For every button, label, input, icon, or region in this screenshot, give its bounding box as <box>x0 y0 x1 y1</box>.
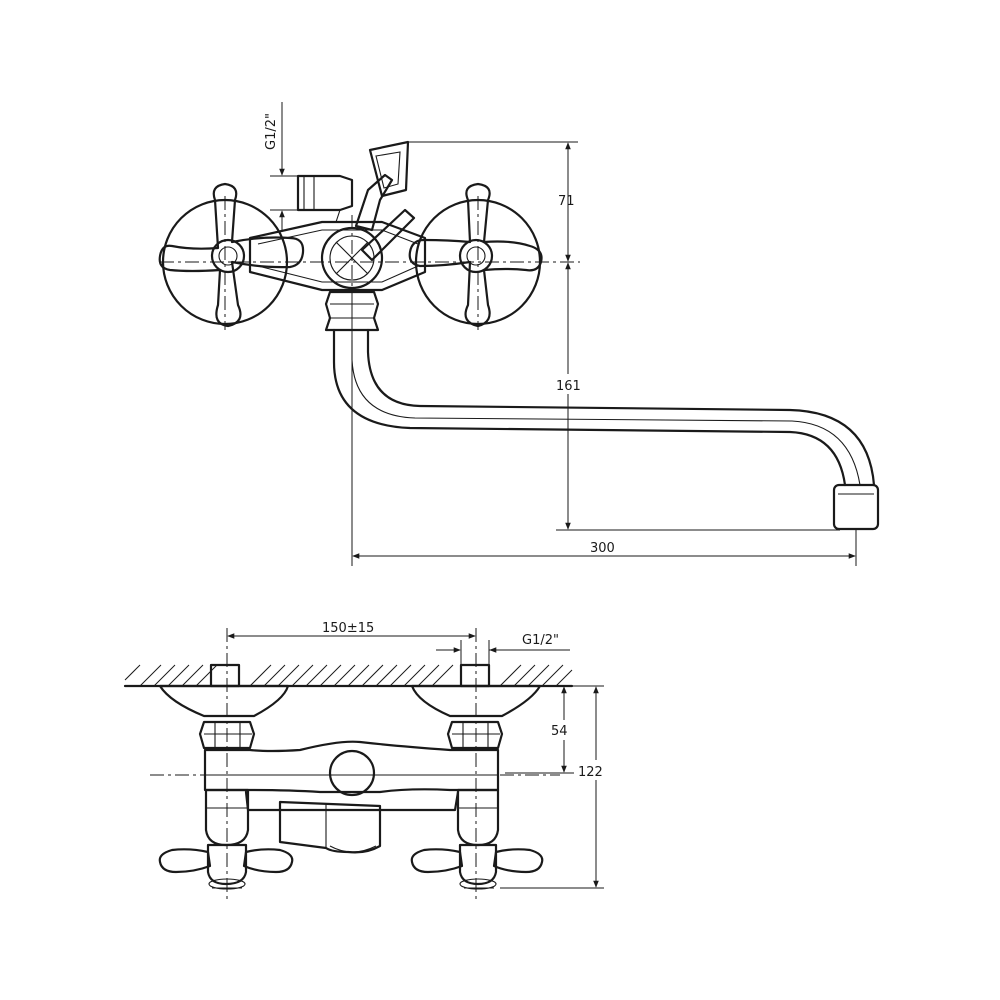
right-cross-handle <box>408 182 543 328</box>
wall <box>123 664 574 688</box>
label-length-300: 300 <box>590 541 615 556</box>
aerator <box>832 483 880 531</box>
mixer-body-top <box>203 740 500 847</box>
dim-71: 71 <box>405 141 578 262</box>
label-height-161: 161 <box>556 379 581 394</box>
dim-300: 300 <box>351 300 857 566</box>
dim-122: 122 <box>500 685 614 889</box>
diverter-lever <box>360 208 416 262</box>
left-flange <box>158 684 290 750</box>
dim-thread-top: G1/2" <box>436 633 570 665</box>
top-view: 150±15 G1/2" 54 122 <box>123 621 614 900</box>
right-pipe-stub <box>459 663 491 688</box>
outlet-top <box>278 800 382 854</box>
right-handle-top <box>410 843 544 890</box>
front-view: G1/2" 71 161 300 <box>158 102 880 566</box>
shower-holder <box>368 140 410 198</box>
spout <box>332 328 880 531</box>
label-thread-top: G1/2" <box>522 633 559 648</box>
dim-spacing: 150±15 <box>227 621 476 639</box>
label-spacing: 150±15 <box>322 621 374 636</box>
left-cross-handle <box>158 182 305 328</box>
right-flange <box>410 684 542 750</box>
dim-161: 161 <box>552 262 840 531</box>
spout-nut <box>324 290 380 332</box>
diverter <box>296 140 416 262</box>
label-thread-vertical: G1/2" <box>264 113 279 150</box>
label-depth-122: 122 <box>578 765 603 780</box>
shower-outlet <box>296 174 354 212</box>
center-knob-top <box>328 749 376 797</box>
left-pipe-stub <box>209 663 241 688</box>
left-handle-top <box>158 843 294 890</box>
label-depth-54: 54 <box>551 724 568 739</box>
label-height-71: 71 <box>558 194 575 209</box>
dim-54: 54 <box>505 686 578 774</box>
dim-thread-vertical: G1/2" <box>264 102 298 232</box>
